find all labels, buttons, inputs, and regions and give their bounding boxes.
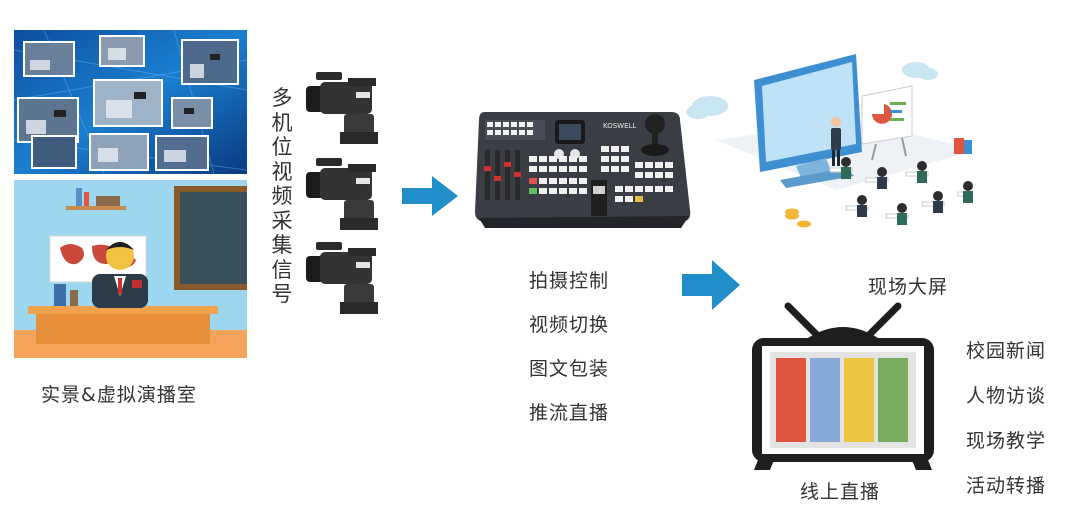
camera-icon — [306, 242, 378, 314]
live-label: 线上直播 — [800, 481, 881, 503]
video-switcher-console: KOSWELL — [475, 106, 692, 228]
function-item: 推流直播 — [529, 402, 610, 424]
chart-icon — [861, 85, 913, 161]
tv-bar-green — [878, 358, 908, 442]
studio-caption: 实景&虚拟演播室 — [41, 384, 197, 406]
live-use-item: 人物访谈 — [966, 385, 1047, 407]
studio-photo-collage — [14, 30, 247, 174]
live-use-item: 活动转播 — [966, 475, 1047, 497]
classroom-big-screen-illustration — [686, 54, 976, 228]
tv-icon — [752, 302, 934, 470]
switcher-brand: KOSWELL — [603, 122, 636, 130]
camera-icon — [306, 158, 378, 230]
tv-bar-blue — [810, 358, 840, 442]
tv-bar-yellow — [844, 358, 874, 442]
live-use-item: 校园新闻 — [966, 340, 1047, 362]
camera-icon — [306, 72, 378, 144]
camera-stack — [306, 72, 378, 314]
function-item: 拍摄控制 — [529, 270, 610, 292]
capture-label: 多机位视频采集信号 — [271, 86, 293, 306]
screen-label: 现场大屏 — [868, 276, 949, 298]
function-item: 图文包装 — [529, 358, 610, 380]
presenter-icon — [831, 117, 841, 166]
live-use-item: 现场教学 — [966, 430, 1047, 452]
student-icon — [829, 157, 973, 225]
function-item: 视频切换 — [529, 314, 610, 336]
cloud-icon — [686, 62, 938, 119]
virtual-studio-illustration — [14, 180, 247, 358]
tv-bar-red — [776, 358, 806, 442]
arrow-right-icon — [682, 260, 740, 310]
arrow-right-icon — [402, 176, 458, 216]
coin-icon — [785, 208, 811, 228]
